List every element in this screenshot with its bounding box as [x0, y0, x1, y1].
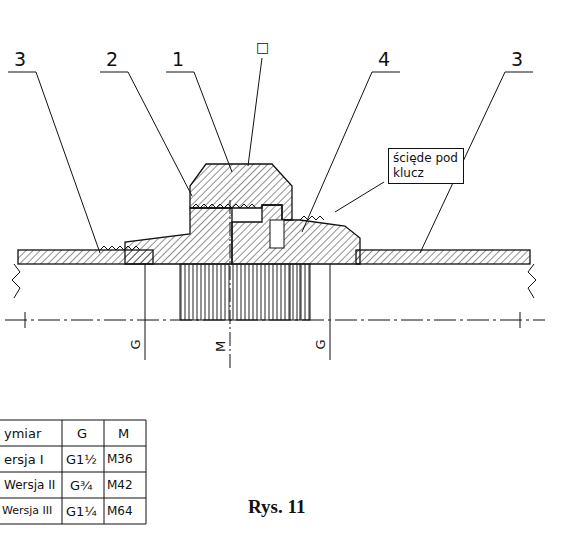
table-cell: G¾	[70, 479, 93, 492]
table-cell: Wersja III	[2, 505, 52, 516]
callout-number: 3	[511, 50, 523, 69]
dimension-letter: G	[129, 339, 142, 349]
dimension-letter: M	[214, 341, 227, 352]
note-text: ścięde pod klucz	[393, 151, 459, 181]
callout-number: 1	[172, 50, 184, 69]
table-cell: ersja I	[4, 453, 44, 466]
callout-number: 3	[14, 50, 26, 69]
wrench-flat-note: ścięde pod klucz	[388, 148, 464, 184]
figure-caption: Rys. 11	[248, 496, 305, 518]
surface-symbol: □	[256, 40, 269, 54]
callout-number: 2	[106, 50, 118, 69]
table-cell: G	[77, 427, 87, 440]
table-cell: M42	[107, 479, 133, 491]
dimension-letter: G	[314, 339, 327, 349]
table-cell: M	[118, 427, 129, 440]
table-cell: M64	[107, 505, 133, 517]
callout-number: 4	[378, 50, 390, 69]
table-cell: ymiar	[4, 427, 41, 440]
table-cell: M36	[107, 453, 133, 465]
table-cell: G1¼	[66, 505, 97, 518]
table-cell: Wersja II	[4, 479, 55, 491]
table-cell: G1½	[66, 453, 97, 466]
